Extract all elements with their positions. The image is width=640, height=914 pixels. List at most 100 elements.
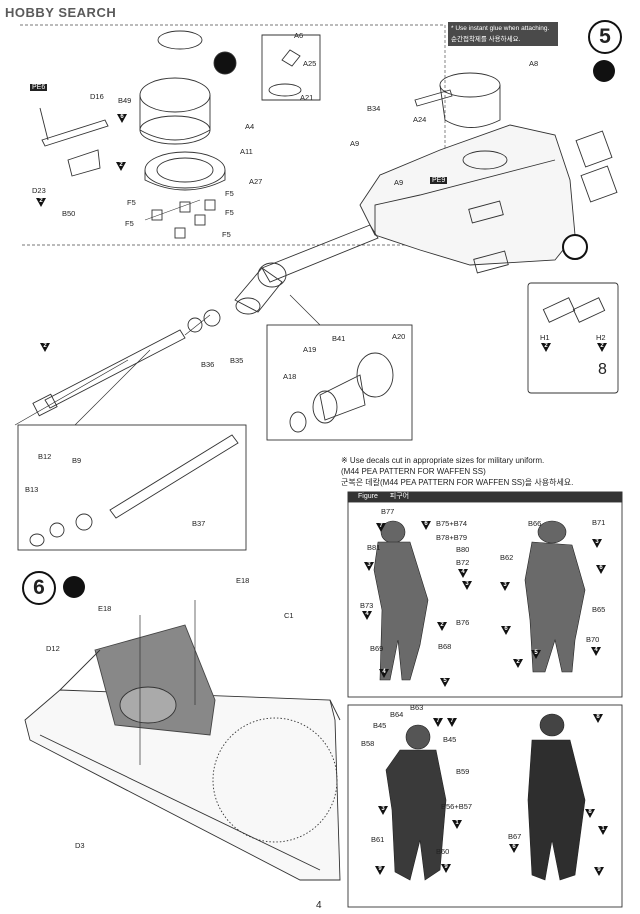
colour-marker: 8 [593, 714, 603, 723]
part-b49: B49 [118, 96, 132, 105]
pe9-label: PE9 [430, 177, 448, 184]
part-b37: B37 [192, 519, 206, 528]
colour-marker: 4 [379, 669, 389, 678]
colour-marker: 3 [462, 581, 472, 590]
part-h2: H2 [596, 333, 606, 342]
step-6-label: 6 [33, 576, 45, 599]
part-b34: B34 [367, 104, 381, 113]
figure-header-en: Figure [358, 493, 378, 500]
colour-marker: 3 [592, 539, 602, 548]
part-a19: A19 [303, 345, 317, 354]
part-a4: A4 [245, 122, 255, 131]
fig-part-b70: B70 [586, 635, 600, 644]
fig-part-b67: B67 [508, 832, 522, 841]
part-b50: B50 [62, 209, 76, 218]
part-a9a: A9 [350, 139, 360, 148]
part-b9: B9 [72, 456, 82, 465]
part-a25: A25 [303, 59, 317, 68]
decal-number: 8 [598, 361, 607, 378]
part-e18b: E18 [98, 604, 112, 613]
part-c1: C1 [284, 611, 294, 620]
colour-num: 6 [599, 565, 603, 571]
colour-marker: 5 [440, 678, 450, 687]
colour-num: 4 [461, 569, 465, 575]
fig-part-b58: B58 [361, 739, 375, 748]
colour-marker: 7 [447, 718, 457, 727]
colour-marker: 6 [596, 565, 606, 574]
colour-num: 2 [544, 343, 548, 349]
colour-marker: 6 [509, 844, 519, 853]
step-6-number: 6 [22, 571, 56, 605]
colour-marker: 4 [458, 569, 468, 578]
colour-num: 6 [120, 114, 124, 120]
fig-part-b64: B64 [390, 710, 404, 719]
colour-marker: 1 [452, 820, 462, 829]
colour-num: 4 [382, 669, 386, 675]
part-h1: H1 [540, 333, 550, 342]
fig-part-b63: B63 [410, 703, 424, 712]
part-d16: D16 [90, 92, 104, 101]
fig-part-b77: B77 [381, 507, 395, 516]
watermark-text: HOBBY SEARCH [5, 5, 117, 20]
part-f5d: F5 [225, 208, 234, 217]
colour-marker: 1 [598, 826, 608, 835]
colour-marker: 6 [421, 521, 431, 530]
part-a21: A21 [300, 93, 314, 102]
fig-part-b75: B75+B74 [436, 519, 468, 528]
decal-note-en: ※ Use decals cut in appropriate sizes fo… [341, 456, 545, 465]
fig-part-b61: B61 [371, 835, 385, 844]
part-d12: D12 [46, 644, 60, 653]
colour-marker: 8 [585, 809, 595, 818]
fig-part-b65: B65 [592, 605, 606, 614]
colour-marker: 3 [378, 806, 388, 815]
colour-marker: 2 [437, 622, 447, 631]
fig-part-b59: B59 [456, 767, 470, 776]
colour-marker: 9 [441, 864, 451, 873]
colour-marker: 4 [362, 611, 372, 620]
part-b41: B41 [332, 334, 346, 343]
part-a24: A24 [413, 115, 427, 124]
fig-part-b80: B80 [456, 545, 470, 554]
part-a8: A8 [529, 59, 539, 68]
figure-header: Figure 피구어 [352, 492, 409, 502]
colour-num: 1 [601, 826, 605, 832]
colour-num: 9 [597, 867, 601, 873]
part-a6: A6 [294, 31, 304, 40]
colour-num: 1 [455, 820, 459, 826]
colour-marker: 9 [375, 866, 385, 875]
part-f5c: F5 [125, 219, 134, 228]
colour-marker: 2 [36, 198, 46, 207]
colour-marker: 7 [376, 523, 386, 532]
glue-note-kr: 순간접착제를 사용하세요. [451, 36, 521, 43]
colour-marker: 7 [433, 718, 443, 727]
part-f5b: F5 [225, 189, 234, 198]
fig-part-b81: B81 [367, 543, 381, 552]
colour-num: 8 [588, 809, 592, 815]
flip-view-icon [562, 234, 588, 260]
colour-marker: 3 [500, 582, 510, 591]
page-number: 4 [316, 900, 322, 911]
colour-num: 8 [596, 714, 600, 720]
figure-header-kr: 피구어 [389, 493, 410, 500]
colour-num: 3 [367, 562, 371, 568]
colour-marker: 2 [513, 659, 523, 668]
colour-num: 6 [512, 844, 516, 850]
colour-marker: 4 [591, 647, 601, 656]
fig-part-b45b: B45 [443, 735, 457, 744]
colour-marker: 2 [40, 343, 50, 352]
fig-part-b56: B56+B57 [441, 802, 473, 811]
part-d3: D3 [75, 841, 85, 850]
part-a27: A27 [249, 177, 263, 186]
step-5-number: 5 [588, 20, 622, 54]
colour-num: 5 [534, 650, 538, 656]
fig-part-b69: B69 [370, 644, 384, 653]
colour-num: 4 [594, 647, 598, 653]
colour-num: 7 [436, 718, 440, 724]
colour-num: 4 [365, 611, 369, 617]
colour-num: 7 [379, 523, 383, 529]
part-a18: A18 [283, 372, 297, 381]
colour-marker: 2 [116, 162, 126, 171]
part-a9b: A9 [394, 178, 404, 187]
glue-icon-step6 [63, 576, 85, 598]
glue-note-box: * Use instant glue when attaching. 순간접착제… [448, 22, 558, 46]
